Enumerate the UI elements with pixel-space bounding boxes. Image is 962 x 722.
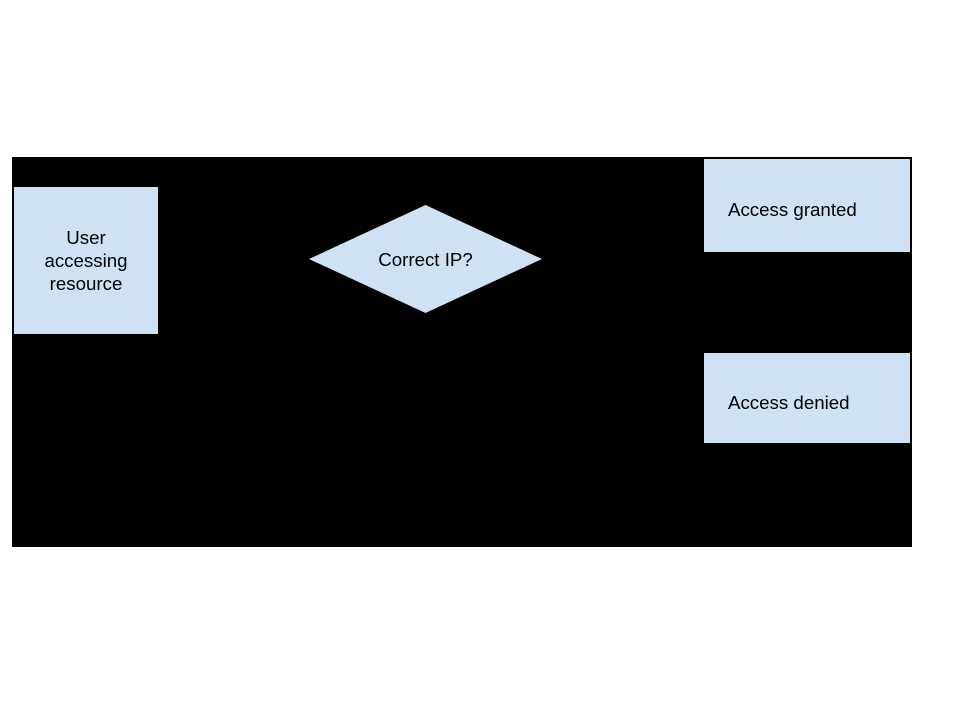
flowchart-node-access-granted: Access granted [703,158,911,253]
flowchart-node-user-accessing-resource: User accessing resource [13,186,159,335]
node-label-correct-ip: Correct IP? [378,248,473,270]
node-label-access-denied: Access denied [728,391,850,413]
node-label-access-granted: Access granted [728,199,857,220]
node-label-user-accessing-resource: User accessing resource [44,227,128,294]
flowchart-node-access-denied: Access denied [703,352,911,444]
